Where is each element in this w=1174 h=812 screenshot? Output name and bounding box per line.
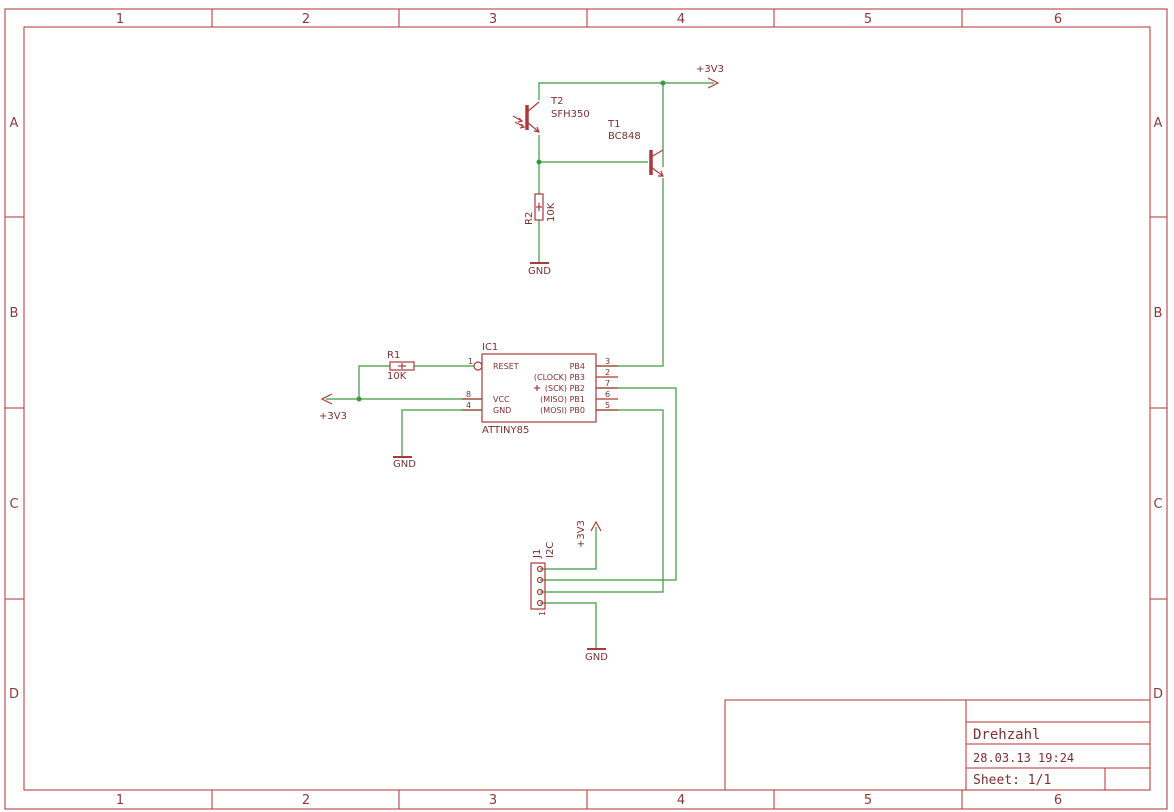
- inner-border: [23, 26, 1151, 791]
- col-label-top-1: 1: [116, 12, 124, 27]
- row-label-left-d: D: [9, 687, 19, 702]
- r2-name: R2: [524, 212, 535, 225]
- ic-attiny85: [462, 353, 618, 423]
- ground-label-j1: GND: [585, 652, 608, 663]
- col-label-bottom-1: 1: [116, 793, 124, 808]
- col-label-top-3: 3: [489, 12, 497, 27]
- wire-t1-emitter-pb4: [596, 178, 664, 367]
- ground-label-ic: GND: [393, 459, 416, 470]
- row-label-left-b: B: [10, 306, 19, 321]
- title-block-box: [724, 699, 1151, 791]
- ic1-pin-number-5: 5: [605, 401, 610, 410]
- resistor-r2: [534, 193, 544, 221]
- ic1-pin-number-3: 3: [605, 357, 610, 366]
- t1-name: T1: [607, 119, 620, 130]
- col-label-bottom-4: 4: [677, 793, 685, 808]
- ic1-pin-number-1: 1: [468, 357, 473, 366]
- ic1-pin-number-6: 6: [605, 390, 610, 399]
- drawing-title: Drehzahl: [973, 727, 1040, 743]
- ic1-pin-pb1: (MISO) PB1: [540, 395, 585, 404]
- wire-r1-vcc: [358, 365, 390, 399]
- col-label-bottom-3: 3: [489, 793, 497, 808]
- ic1-pin-number-4: 4: [466, 401, 471, 410]
- title-block: Drehzahl 28.03.13 19:24 Sheet: 1/1: [724, 699, 1151, 791]
- t2-value: SFH350: [551, 109, 590, 120]
- r1-name: R1: [387, 350, 400, 361]
- col-label-top-6: 6: [1054, 12, 1062, 27]
- ic1-pin-reset: RESET: [493, 362, 519, 371]
- supply-arrow-top: [707, 77, 720, 89]
- wire-t2-collector-rail: [538, 82, 664, 167]
- wire-j1-3v3: [540, 527, 597, 570]
- r2-value: 10K: [546, 202, 557, 222]
- transistor-t1: [649, 149, 664, 177]
- ground-label-r2: GND: [528, 266, 551, 277]
- junction-dot: [660, 80, 666, 86]
- col-label-bottom-5: 5: [864, 793, 872, 808]
- ic1-name: IC1: [482, 342, 498, 353]
- resistor-r1: [389, 361, 415, 371]
- ic1-pin-pb3: (CLOCK) PB3: [534, 373, 585, 382]
- row-label-right-a: A: [1154, 116, 1163, 131]
- col-label-top-4: 4: [677, 12, 685, 27]
- wire-pb2-j1: [540, 387, 677, 581]
- wire-j1-gnd: [540, 602, 597, 648]
- connector-j1: [530, 562, 546, 610]
- ic1-pin-gnd: GND: [493, 406, 511, 415]
- junction-dot: [536, 159, 542, 165]
- t2-name: T2: [550, 96, 563, 107]
- j1-pin-number-1: 1: [538, 611, 547, 616]
- col-label-bottom-6: 6: [1054, 793, 1062, 808]
- wires: [326, 80, 714, 648]
- row-label-left-c: C: [9, 497, 18, 512]
- t1-value: BC848: [608, 131, 641, 142]
- row-label-right-b: B: [1154, 306, 1163, 321]
- supply-arrow-left: [320, 393, 333, 405]
- ic1-value: ATTINY85: [482, 425, 529, 436]
- r1-value: 10K: [387, 371, 407, 382]
- drawing-frame: 1 2 3 4 5 6 1 2 3 4 5 6 A B C D A B C D: [4, 8, 1168, 810]
- supply-label-j1: +3V3: [576, 520, 587, 548]
- ic1-pin-number-7: 7: [605, 379, 610, 388]
- supply-arrow-j1: [590, 520, 602, 532]
- outer-border: [4, 8, 1168, 810]
- supply-label-top: +3V3: [696, 64, 724, 75]
- row-label-left-a: A: [10, 116, 19, 131]
- row-label-right-d: D: [1153, 687, 1163, 702]
- junction-dot: [356, 396, 362, 402]
- drawing-date: 28.03.13 19:24: [973, 751, 1074, 765]
- ic1-pin-number-8: 8: [466, 390, 471, 399]
- ic1-pin-pb0: (MOSI) PB0: [540, 406, 585, 415]
- wire-pb0-j1: [540, 409, 664, 593]
- phototransistor-t2: [512, 101, 540, 133]
- col-label-top-5: 5: [864, 12, 872, 27]
- ic1-pin-pb4: PB4: [570, 362, 585, 371]
- col-label-bottom-2: 2: [302, 793, 310, 808]
- col-label-top-2: 2: [302, 12, 310, 27]
- j1-value: I2C: [545, 542, 556, 558]
- ic1-pin-vcc: VCC: [493, 395, 510, 404]
- ic1-pin-number-2: 2: [605, 368, 610, 377]
- row-label-right-c: C: [1153, 497, 1162, 512]
- wire-ic-gnd: [401, 409, 482, 456]
- ic1-pin-pb2: (SCK) PB2: [545, 384, 585, 393]
- j1-name: J1: [532, 549, 543, 559]
- supply-label-left: +3V3: [319, 411, 347, 422]
- sheet-number: Sheet: 1/1: [973, 773, 1051, 788]
